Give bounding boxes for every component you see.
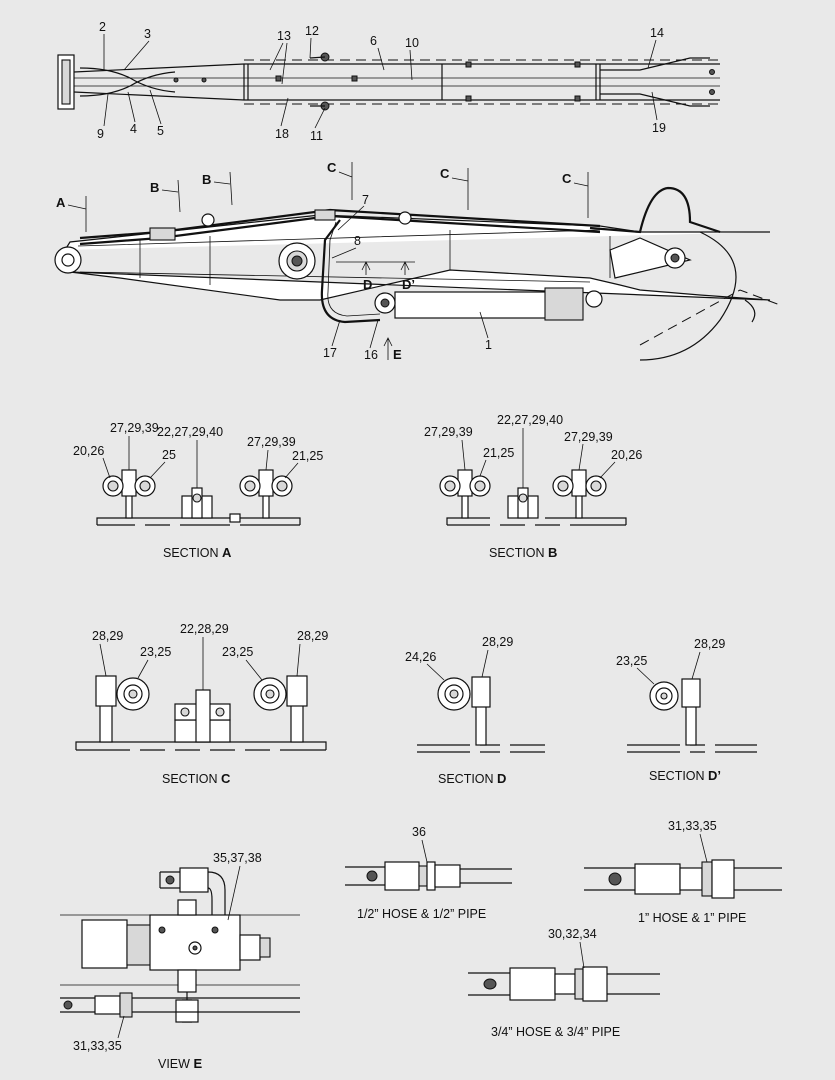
callout-14: 14 xyxy=(650,26,664,40)
section-c-label-5: 28,29 xyxy=(297,629,328,643)
marker-c1: C xyxy=(327,160,337,175)
callout-6: 6 xyxy=(370,34,377,48)
side-view xyxy=(54,186,781,361)
section-b-caption: SECTION B xyxy=(489,545,557,560)
section-c: 28,29 22,28,29 23,25 23,25 28,29 SECTION… xyxy=(75,622,328,786)
fitting-one-inch-caption: 1” HOSE & 1” PIPE xyxy=(638,911,746,925)
callout-9: 9 xyxy=(97,127,104,141)
section-c-label-3: 23,25 xyxy=(140,645,171,659)
section-d-prime-label-1: 28,29 xyxy=(694,637,725,651)
section-a-label-6: 21,25 xyxy=(292,449,323,463)
section-d-prime-caption: SECTION D’ xyxy=(649,768,721,783)
fitting-half-inch: 36 1/2” HOSE & 1/2” PIPE xyxy=(345,825,512,921)
section-d-label-1: 28,29 xyxy=(482,635,513,649)
section-d: 28,29 24,26 SECTION D xyxy=(405,635,545,786)
callout-7: 7 xyxy=(362,193,369,207)
section-b-label-2: 27,29,39 xyxy=(424,425,473,439)
callout-18: 18 xyxy=(275,127,289,141)
section-a: 27,29,39 20,26 22,27,29,40 25 27,29,39 2… xyxy=(73,421,323,560)
section-c-label-4: 23,25 xyxy=(222,645,253,659)
fitting-one-inch-label: 31,33,35 xyxy=(668,819,717,833)
fitting-three-quarter-caption: 3/4” HOSE & 3/4” PIPE xyxy=(491,1025,620,1039)
section-a-label-3: 22,27,29,40 xyxy=(157,425,223,439)
side-view-callouts: 7 8 1 17 16 xyxy=(323,193,492,362)
callout-12: 12 xyxy=(305,24,319,38)
callout-16: 16 xyxy=(364,348,378,362)
callout-13: 13 xyxy=(277,29,291,43)
section-b: 22,27,29,40 27,29,39 21,25 27,29,39 20,2… xyxy=(424,413,642,560)
section-d-caption: SECTION D xyxy=(438,771,506,786)
marker-d: D xyxy=(363,277,372,292)
section-b-label-3: 21,25 xyxy=(483,446,514,460)
section-a-label-5: 27,29,39 xyxy=(247,435,296,449)
callout-8: 8 xyxy=(354,234,361,248)
callout-11: 11 xyxy=(310,129,323,143)
fitting-half-inch-caption: 1/2” HOSE & 1/2” PIPE xyxy=(357,907,486,921)
marker-b1: B xyxy=(150,180,159,195)
view-e: 35,37,38 31,33,35 VIEW E xyxy=(60,851,300,1071)
view-e-label-2: 31,33,35 xyxy=(73,1039,122,1053)
callout-4: 4 xyxy=(130,122,137,136)
marker-c3: C xyxy=(562,171,572,186)
section-d-prime-label-2: 23,25 xyxy=(616,654,647,668)
callout-3: 3 xyxy=(144,27,151,41)
section-d-prime: 28,29 23,25 SECTION D’ xyxy=(616,637,757,783)
fitting-three-quarter: 30,32,34 3/4” HOSE & 3/4” PIPE xyxy=(468,927,660,1039)
callout-19: 19 xyxy=(652,121,666,135)
section-a-label-1: 27,29,39 xyxy=(110,421,159,435)
section-a-caption: SECTION A xyxy=(163,545,232,560)
marker-b2: B xyxy=(202,172,211,187)
view-e-caption: VIEW E xyxy=(158,1056,202,1071)
top-view-callouts: 2 3 13 12 6 10 14 9 4 5 18 11 19 xyxy=(97,20,666,143)
fitting-three-quarter-label: 30,32,34 xyxy=(548,927,597,941)
callout-10: 10 xyxy=(405,36,419,50)
section-c-label-1: 28,29 xyxy=(92,629,123,643)
section-a-label-4: 25 xyxy=(162,448,176,462)
callout-5: 5 xyxy=(157,124,164,138)
section-b-label-4: 27,29,39 xyxy=(564,430,613,444)
callout-2: 2 xyxy=(99,20,106,34)
top-view xyxy=(57,52,720,111)
fitting-half-inch-label: 36 xyxy=(412,825,426,839)
section-b-label-1: 22,27,29,40 xyxy=(497,413,563,427)
section-d-label-2: 24,26 xyxy=(405,650,436,664)
callout-1: 1 xyxy=(485,338,492,352)
section-c-caption: SECTION C xyxy=(162,771,231,786)
marker-a: A xyxy=(56,195,66,210)
marker-e: E xyxy=(393,347,402,362)
marker-c2: C xyxy=(440,166,450,181)
view-e-label-1: 35,37,38 xyxy=(213,851,262,865)
section-a-label-2: 20,26 xyxy=(73,444,104,458)
section-c-label-2: 22,28,29 xyxy=(180,622,229,636)
fitting-one-inch: 31,33,35 1” HOSE & 1” PIPE xyxy=(584,819,782,925)
marker-d-prime: D’ xyxy=(402,277,415,292)
section-markers: A B B C C C D D’ E xyxy=(56,160,589,362)
callout-17: 17 xyxy=(323,346,337,360)
section-b-label-5: 20,26 xyxy=(611,448,642,462)
